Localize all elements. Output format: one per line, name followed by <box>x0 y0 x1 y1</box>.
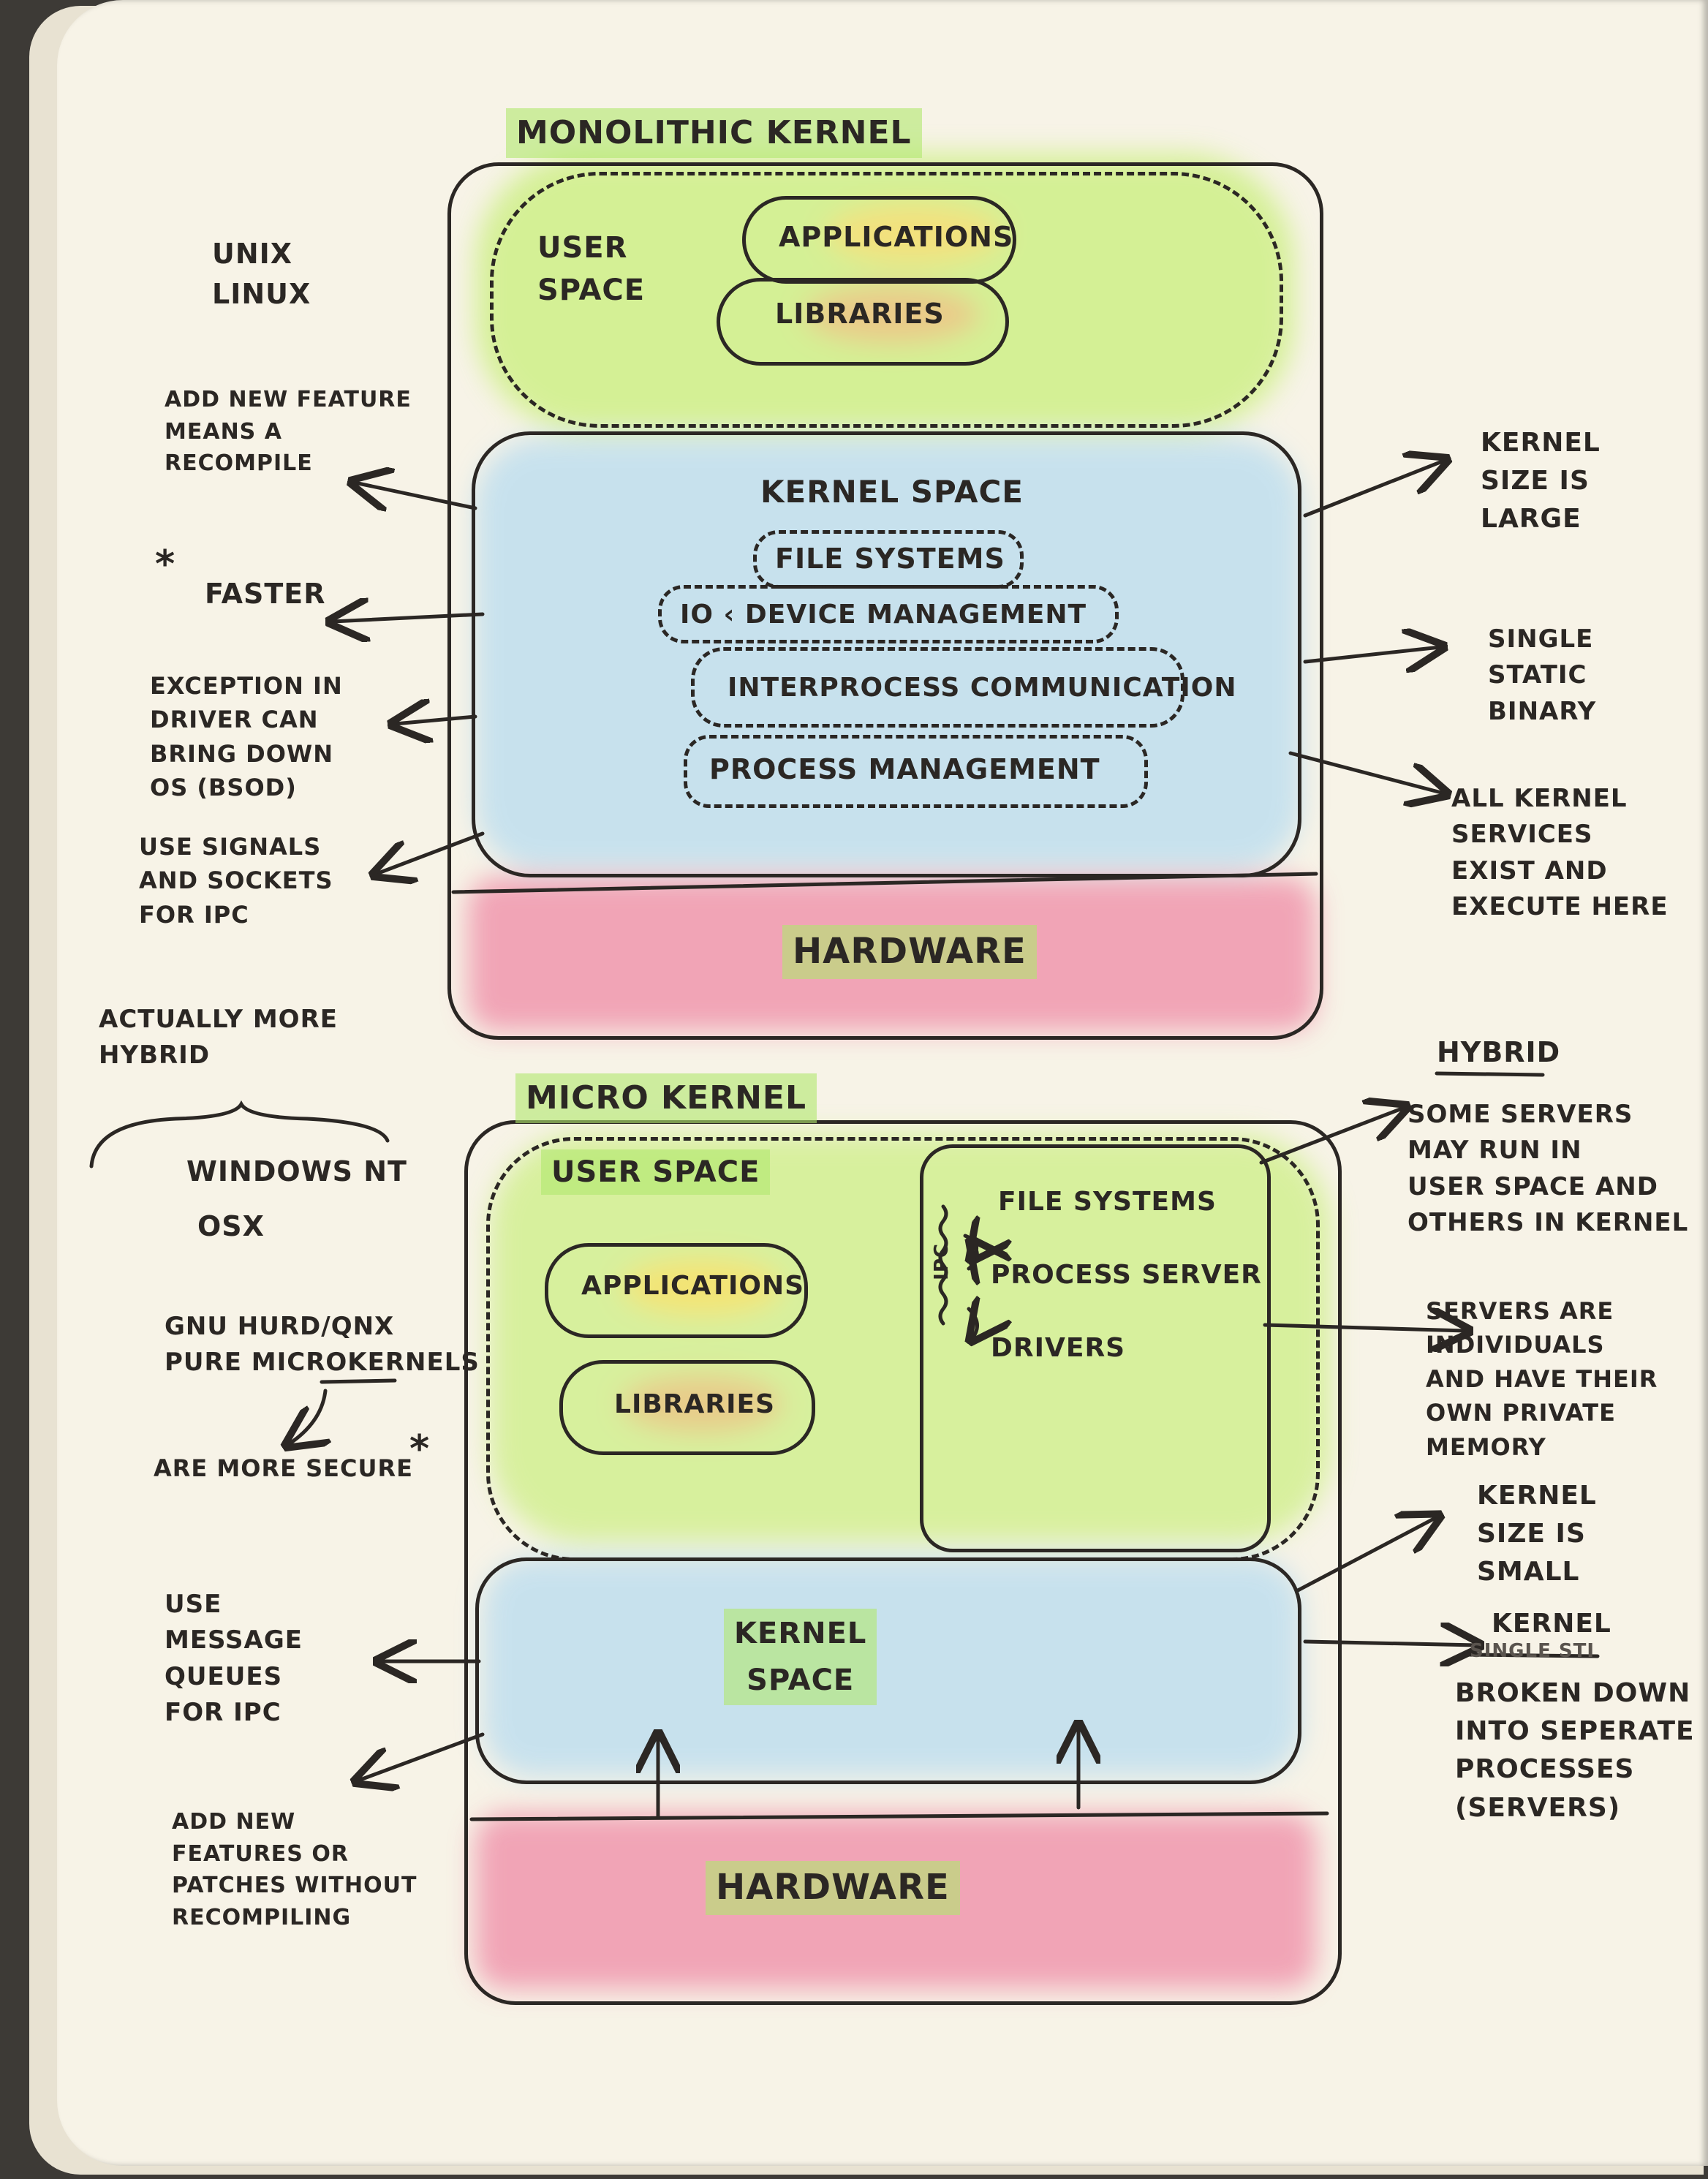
micro-applications-label: APPLICATIONS <box>581 1271 805 1301</box>
arrow-secure <box>289 1389 325 1444</box>
brace-mark <box>89 1100 390 1168</box>
mono-ipc-label: INTERPROCESS COMMUNICATION <box>728 673 1237 703</box>
gnu-underline <box>320 1378 397 1384</box>
mono-title: MONOLITHIC KERNEL <box>506 108 922 158</box>
micro-hardware-divider <box>469 1811 1329 1821</box>
micro-servers-note: SERVERS ARE INDIVIDUALS AND HAVE THEIR O… <box>1426 1297 1658 1461</box>
micro-drivers-label: DRIVERS <box>991 1333 1126 1363</box>
micro-outer-box <box>464 1120 1342 2005</box>
mono-file-systems-label: FILE SYSTEMS <box>775 543 1005 575</box>
micro-app-wash <box>621 1258 782 1316</box>
micro-applications-pill <box>545 1243 808 1338</box>
mono-examples: UNIX LINUX <box>212 238 311 311</box>
micro-gnu-note: GNU HURD/QNX PURE MICROKERNELS <box>165 1312 480 1378</box>
arrow-patches <box>358 1732 485 1780</box>
mono-recompile-note: ADD NEW FEATURE MEANS A RECOMPILE <box>165 387 412 476</box>
micro-broken-kernel: KERNEL <box>1492 1609 1611 1639</box>
micro-size-note: KERNEL SIZE IS SMALL <box>1477 1481 1597 1587</box>
arrow-services <box>1288 751 1444 793</box>
micro-libraries-pill <box>559 1360 815 1455</box>
mono-outer-box <box>447 162 1323 1040</box>
hybrid-note: ACTUALLY MORE HYBRID <box>99 1005 338 1070</box>
mono-app-wash <box>826 205 1002 263</box>
micro-broken-struck: SINGLE STI <box>1470 1640 1595 1662</box>
micro-kernel-space-box <box>475 1557 1301 1784</box>
micro-patches-note: ADD NEW FEATURES OR PATCHES WITHOUT RECO… <box>172 1809 417 1930</box>
ipc-squiggle <box>938 1204 948 1326</box>
arrow-exception <box>395 717 477 724</box>
micro-process-server-label: PROCESS SERVER <box>991 1260 1262 1290</box>
micro-servers-box <box>920 1144 1271 1552</box>
arrow-size-small <box>1296 1517 1437 1593</box>
windows-nt-note: WINDOWS NT <box>186 1155 407 1187</box>
mono-binary-note: SINGLE STATIC BINARY <box>1488 624 1597 726</box>
micro-hardware-label: HARDWARE <box>706 1861 960 1915</box>
micro-file-systems-label: FILE SYSTEMS <box>998 1187 1217 1217</box>
micro-title: MICRO KERNEL <box>515 1073 817 1123</box>
arrow-binary <box>1303 647 1440 662</box>
micro-user-space-label: USER SPACE <box>541 1149 771 1195</box>
mono-faster-note: FASTER <box>205 578 326 610</box>
micro-star: * <box>409 1427 431 1471</box>
micro-hybrid-note: SOME SERVERS MAY RUN IN USER SPACE AND O… <box>1407 1100 1689 1237</box>
mono-size-note: KERNEL SIZE IS LARGE <box>1481 428 1601 535</box>
mono-lib-wash <box>804 285 980 344</box>
mono-signals-note: USE SIGNALS AND SOCKETS FOR IPC <box>139 833 333 929</box>
mono-user-space-dashed <box>490 172 1283 428</box>
ipc-arrow-mid <box>969 1243 977 1269</box>
arrow-servers <box>1263 1325 1466 1331</box>
mono-io-label: IO ‹ DEVICE MANAGEMENT <box>680 600 1087 630</box>
mono-kernel-space-box <box>472 431 1301 877</box>
arrow-signals <box>377 831 485 874</box>
arrow-size-large <box>1303 461 1444 518</box>
micro-ipc-label: IPC <box>931 1243 953 1280</box>
micro-queues-note: USE MESSAGE QUEUES FOR IPC <box>165 1590 303 1727</box>
mono-libraries-pill <box>717 278 1009 366</box>
mono-libraries-label: LIBRARIES <box>775 298 945 330</box>
mono-io-box <box>658 585 1119 643</box>
mono-hardware-label: HARDWARE <box>782 925 1037 979</box>
mono-applications-label: APPLICATIONS <box>779 221 1014 253</box>
micro-secure-note: ARE MORE SECURE <box>154 1454 413 1482</box>
micro-lib-wash <box>621 1375 782 1433</box>
mono-applications-pill <box>742 196 1016 284</box>
ipc-arrow-bot <box>969 1309 977 1338</box>
mono-process-label: PROCESS MANAGEMENT <box>709 753 1100 785</box>
arrow-broken <box>1303 1642 1477 1645</box>
mono-process-box <box>684 735 1148 808</box>
mono-user-space-label: USER SPACE <box>537 231 646 307</box>
micro-broken-note: BROKEN DOWN INTO SEPERATE PROCESSES (SER… <box>1455 1678 1695 1823</box>
arrow-recompile <box>355 483 477 508</box>
mono-kernel-space-label: KERNEL SPACE <box>760 474 1024 510</box>
micro-hybrid-title: HYBRID <box>1437 1036 1561 1068</box>
osx-note: OSX <box>197 1210 265 1242</box>
micro-user-space-wash <box>490 1133 1331 1543</box>
mono-hardware-divider <box>451 872 1318 894</box>
mono-exception-note: EXCEPTION IN DRIVER CAN BRING DOWN OS (B… <box>150 672 343 802</box>
broken-strike <box>1464 1653 1600 1658</box>
mono-services-note: ALL KERNEL SERVICES EXIST AND EXECUTE HE… <box>1451 784 1669 921</box>
hybrid-underline <box>1435 1071 1545 1077</box>
mono-star: * <box>155 543 176 586</box>
micro-libraries-label: LIBRARIES <box>614 1389 775 1419</box>
mono-kernel-space-wash <box>475 439 1301 870</box>
micro-kernel-space-label: KERNEL SPACE <box>724 1609 877 1705</box>
mono-ipc-box <box>691 647 1184 728</box>
arrow-faster <box>333 614 485 622</box>
arrow-hybrid <box>1259 1108 1404 1165</box>
